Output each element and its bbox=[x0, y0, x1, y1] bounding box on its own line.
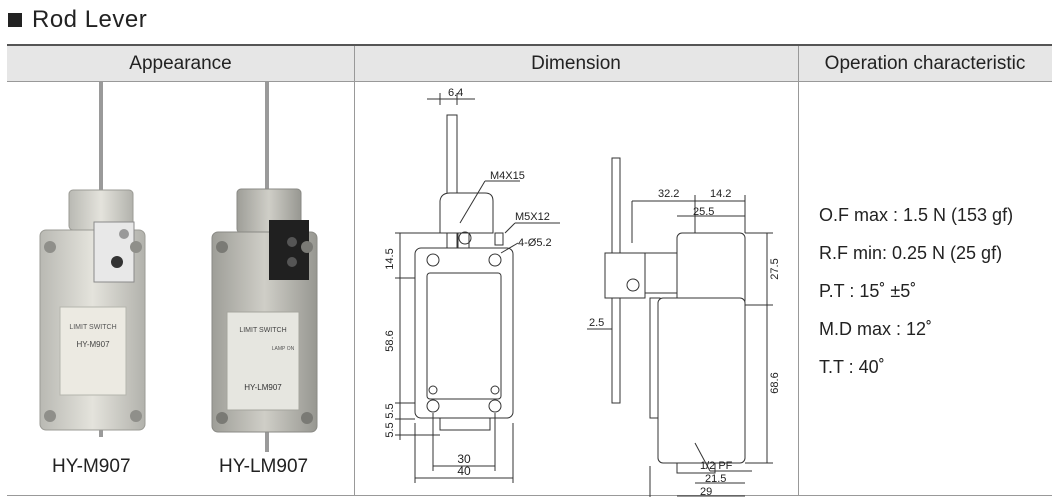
operation-line: T.T : 40˚ bbox=[819, 357, 885, 377]
switch-photo-hy-lm907: LIMIT SWITCH LAMP ON HY-LM907 bbox=[211, 82, 318, 452]
operation-line: O.F max : 1.5 N (153 gf) bbox=[819, 205, 1014, 225]
dimension-drawing: 6.4 M4X15 M5X12 4-Ø5.2 14.5 58.6 5.5 5.5… bbox=[384, 87, 781, 497]
dim-side-21-5: 21.5 bbox=[705, 473, 726, 485]
dim-front-m4x15: M4X15 bbox=[490, 170, 525, 182]
dim-side-pf: 1/2 PF bbox=[700, 460, 733, 472]
operation-line: M.D max : 12˚ bbox=[819, 319, 933, 339]
dim-front-m5x12: M5X12 bbox=[515, 211, 550, 223]
operation-line: P.T : 15˚ ±5˚ bbox=[819, 281, 917, 301]
dim-front-6-4: 6.4 bbox=[448, 87, 463, 99]
operation-line: R.F min: 0.25 N (25 gf) bbox=[819, 243, 1003, 263]
dim-front-14-5: 14.5 bbox=[384, 248, 396, 269]
spec-table: Appearance Dimension Operation character… bbox=[7, 44, 1052, 497]
column-divider bbox=[354, 46, 355, 495]
section-title-text: Rod Lever bbox=[32, 6, 148, 33]
dim-side-25-5: 25.5 bbox=[693, 206, 714, 218]
caption-model-2: HY-LM907 bbox=[219, 456, 309, 477]
dim-front-5-5a: 5.5 bbox=[384, 403, 396, 418]
switch-label-brand: LIMIT SWITCH bbox=[69, 324, 116, 331]
operation-characteristics: O.F max : 1.5 N (153 gf) R.F min: 0.25 N… bbox=[819, 196, 1013, 386]
switch-photo-hy-m907: LIMIT SWITCH HY-M907 bbox=[39, 82, 146, 437]
switch-label-model: HY-M907 bbox=[76, 340, 110, 349]
dim-side-27-5: 27.5 bbox=[769, 258, 781, 279]
dim-front-30: 30 bbox=[457, 452, 471, 466]
switch-label-brand: LIMIT SWITCH bbox=[239, 327, 286, 334]
header-appearance: Appearance bbox=[7, 46, 354, 82]
column-divider bbox=[798, 46, 799, 495]
dim-side-14-2: 14.2 bbox=[710, 188, 731, 200]
dim-side-68-6: 68.6 bbox=[769, 372, 781, 393]
side-view: 32.2 14.2 25.5 27.5 68.6 2.5 1/2 PF 21.5… bbox=[587, 157, 781, 497]
dim-front-hole: 4-Ø5.2 bbox=[518, 237, 552, 249]
switch-label-lamp: LAMP ON bbox=[272, 346, 295, 352]
dim-front-40: 40 bbox=[457, 464, 471, 478]
square-bullet-icon bbox=[8, 13, 22, 27]
caption-model-1: HY-M907 bbox=[52, 456, 131, 477]
dim-side-2-5: 2.5 bbox=[589, 317, 604, 329]
header-operation: Operation characteristic bbox=[798, 46, 1052, 82]
dim-front-58-6: 58.6 bbox=[384, 330, 396, 351]
dim-side-29: 29 bbox=[700, 486, 712, 497]
dim-side-32-2: 32.2 bbox=[658, 188, 679, 200]
header-dimension: Dimension bbox=[354, 46, 798, 82]
dim-front-5-5b: 5.5 bbox=[384, 422, 396, 437]
switch-label-model: HY-LM907 bbox=[244, 383, 282, 392]
section-title: Rod Lever bbox=[8, 4, 147, 36]
front-view: 6.4 M4X15 M5X12 4-Ø5.2 14.5 58.6 5.5 5.5… bbox=[384, 87, 560, 483]
